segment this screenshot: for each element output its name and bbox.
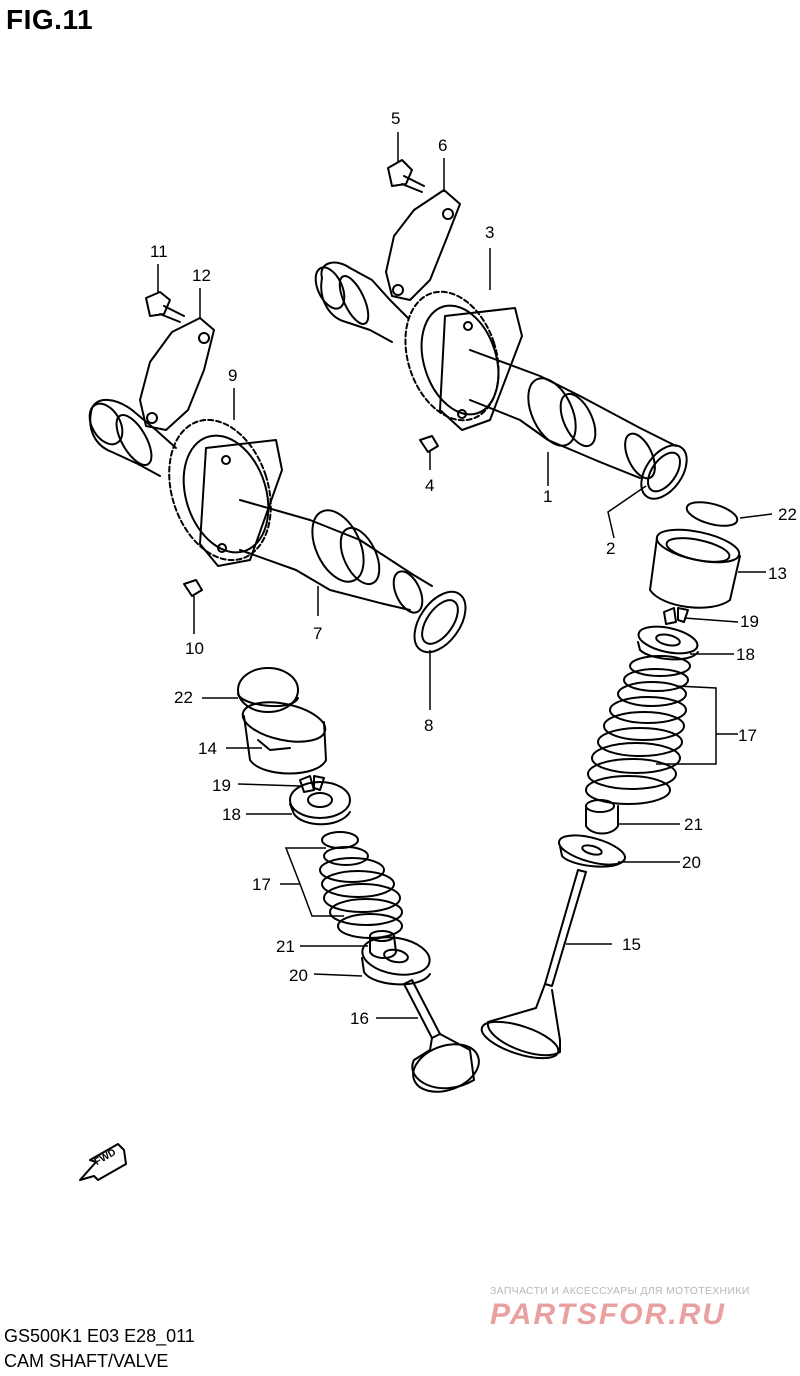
callout-part-20-left: 20 [289,966,308,985]
callout-part-15: 15 [622,935,641,954]
valve-part-16 [403,979,480,1093]
cotter-part-19-left [299,775,325,793]
oil-seal-part-8 [413,590,467,654]
tappet-part-13 [649,528,741,609]
spring-seat-part-20-left [361,936,431,986]
valve-seal-part-21-right [585,799,619,835]
valve-seal-part-21-left [369,930,397,959]
cam-sprocket-part-3 [404,290,523,431]
cam-sprocket-part-9 [168,418,283,567]
callout-part-21-right: 21 [684,815,703,834]
callout-part-12: 12 [192,266,211,285]
shim-part-22-left [237,667,299,713]
callout-part-6: 6 [438,136,448,155]
fwd-arrow-icon [79,1143,127,1181]
callout-part-18-left: 18 [222,805,241,824]
callout-part-22-right: 22 [778,505,797,524]
bolt-part-11 [145,291,185,323]
camshaft-part-1 [314,261,677,480]
callout-part-2: 2 [606,539,616,558]
callout-part-17-right: 17 [738,726,757,745]
callout-part-18-right: 18 [736,645,755,664]
callout-part-16: 16 [350,1009,369,1028]
chain-guide-part-12 [139,317,215,431]
callout-part-4: 4 [425,476,435,495]
camshaft-part-7 [88,399,433,614]
shim-part-22-right [685,501,739,527]
callout-part-11: 11 [150,242,168,261]
watermark-tagline: ЗАПЧАСТИ И АКСЕССУАРЫ ДЛЯ МОТОТЕХНИКИ [490,1285,750,1297]
valve-spring-part-17-left [319,831,403,939]
callout-part-19-right: 19 [740,612,759,631]
callout-part-21-left: 21 [276,937,295,956]
chain-guide-part-6 [385,189,461,301]
callout-part-10: 10 [185,639,204,658]
oil-seal-part-2 [640,444,688,500]
leader-lines [157,132,773,1019]
callout-part-5: 5 [391,109,401,128]
watermark-logo: PARTSFOR.RU [490,1298,726,1330]
callout-part-8: 8 [424,716,434,735]
callout-part-13: 13 [768,564,787,583]
callout-part-20-right: 20 [682,853,701,872]
valve-part-15 [480,869,587,1060]
retainer-part-18-left [289,781,351,826]
callout-part-22-left: 22 [174,688,193,707]
callout-part-9: 9 [228,366,238,385]
figure-title: FIG.11 [6,4,94,35]
callout-part-17-left: 17 [252,875,271,894]
pin-part-4 [419,435,439,453]
spring-seat-part-20-right [558,834,626,868]
callout-part-19-left: 19 [212,776,231,795]
bolt-part-5 [387,159,425,193]
callout-part-1: 1 [543,487,553,506]
callout-part-7: 7 [313,624,323,643]
cotter-part-19-right [663,607,689,625]
callout-part-14: 14 [198,739,217,758]
section-name: CAM SHAFT/VALVE [4,1351,169,1371]
valve-spring-part-17-right [585,655,691,805]
pin-part-10 [183,579,203,597]
svg-text:PARTSFOR.RU: PARTSFOR.RU [490,1298,726,1330]
retainer-part-18-right [637,625,699,661]
tappet-part-14 [241,701,327,775]
callout-part-3: 3 [485,223,495,242]
model-code: GS500K1 E03 E28_011 [4,1326,195,1346]
